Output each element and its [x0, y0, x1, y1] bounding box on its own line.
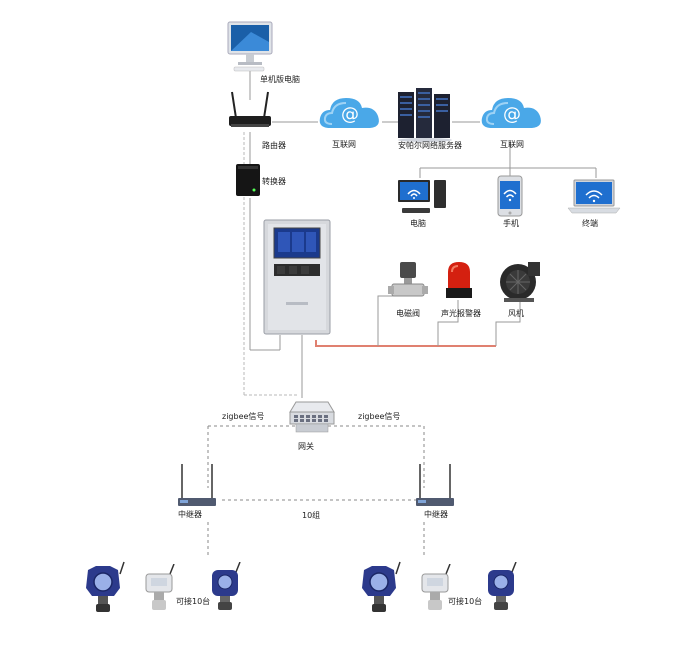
gas-detector-icon-6: [488, 562, 517, 610]
label-converter: 转换器: [262, 177, 286, 186]
label-router: 路由器: [262, 141, 286, 150]
label-repeater-left: 中继器: [178, 510, 202, 519]
label-gateway: 网关: [298, 442, 314, 451]
repeater-icon-left: [178, 464, 216, 506]
label-terminal-pc: 电脑: [410, 219, 426, 228]
internet-cloud-icon-left: @: [319, 98, 379, 128]
link-output-alarm: [437, 300, 459, 346]
gas-detector-icon-5: [421, 564, 451, 610]
label-distance: 10组: [302, 511, 321, 520]
label-terminal-phone: 手机: [503, 219, 519, 228]
mobile-phone-icon: [497, 175, 523, 217]
internet-cloud-icon-right: @: [481, 98, 541, 128]
sound-light-alarm-icon: [446, 262, 472, 298]
gas-detector-icon-4: [362, 561, 401, 612]
label-repeater-right: 中继器: [424, 510, 448, 519]
label-zigbee-right: zigbee信号: [358, 412, 401, 421]
router-icon: [229, 91, 271, 127]
gas-alarm-controller-icon: [263, 219, 331, 335]
svg-text:@: @: [503, 104, 521, 125]
label-server: 安帕尔网络服务器: [398, 141, 462, 150]
laptop-icon: [567, 179, 621, 214]
label-fan: 风机: [508, 309, 524, 318]
link-output-fan: [495, 300, 521, 346]
label-terminal-laptop: 终端: [582, 219, 598, 228]
svg-text:@: @: [341, 104, 359, 125]
link-controller-output: [315, 340, 496, 347]
label-pc: 单机版电脑: [260, 75, 300, 84]
gateway-switch-icon: [289, 401, 335, 433]
label-solenoid-valve: 电磁阀: [396, 309, 420, 318]
server-rack-icon: [398, 88, 452, 142]
gas-detector-icon-1: [86, 561, 125, 612]
solenoid-valve-icon: [388, 262, 428, 297]
gas-detector-icon-2: [145, 564, 175, 610]
label-zigbee-left: zigbee信号: [222, 412, 265, 421]
desktop-pc-icon: [227, 21, 273, 72]
label-alarm: 声光报警器: [441, 309, 481, 318]
label-capacity-right: 可接10台: [448, 597, 483, 606]
repeater-icon-right: [416, 464, 454, 506]
converter-icon: [236, 164, 260, 196]
gas-detector-icon-3: [212, 562, 241, 610]
label-capacity-left: 可接10台: [176, 597, 211, 606]
label-internet-left: 互联网: [332, 140, 356, 149]
label-internet-right: 互联网: [500, 140, 524, 149]
fan-blower-icon: [500, 262, 540, 302]
terminal-pc-icon: [398, 180, 446, 213]
